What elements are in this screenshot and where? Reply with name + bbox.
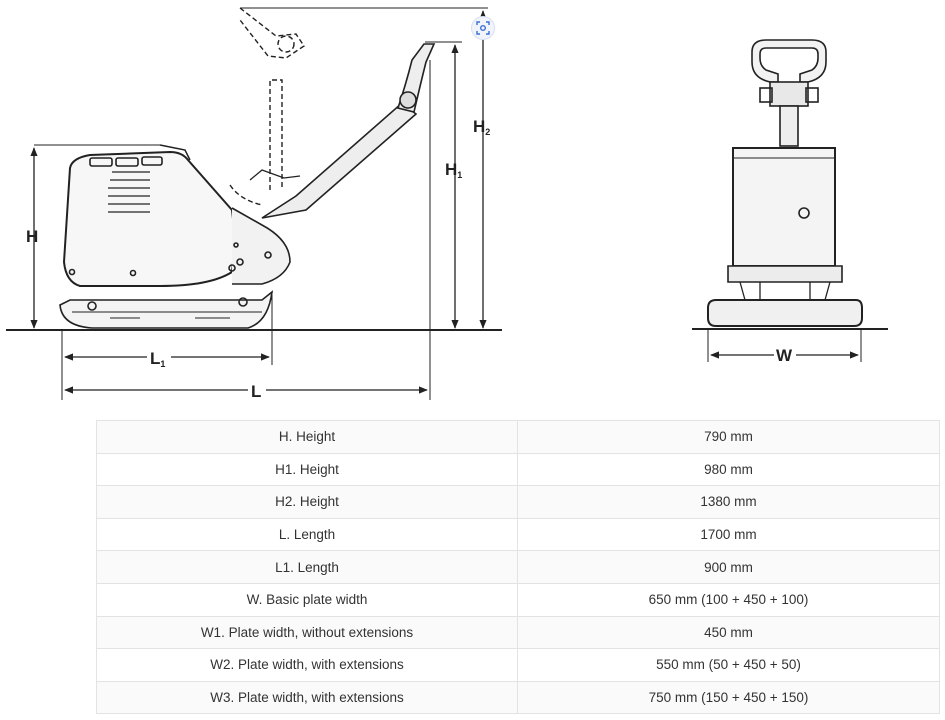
spec-value: 550 mm (50 + 450 + 50) bbox=[517, 648, 940, 682]
label-L: L bbox=[251, 382, 261, 401]
spec-value: 450 mm bbox=[517, 615, 940, 650]
front-base-plate bbox=[707, 299, 863, 327]
spec-value: 790 mm bbox=[517, 420, 940, 454]
spec-label: W1. Plate width, without extensions bbox=[96, 615, 518, 650]
label-L1: L1 bbox=[150, 349, 165, 369]
front-view bbox=[692, 39, 888, 330]
spec-value: 750 mm (150 + 450 + 150) bbox=[517, 680, 940, 715]
side-view bbox=[6, 7, 502, 331]
spec-label: W. Basic plate width bbox=[96, 582, 518, 617]
spec-label: H2. Height bbox=[96, 485, 518, 519]
compactor-dimension-diagram: H H1 H2 L1 L W bbox=[6, 7, 888, 401]
spec-value: 900 mm bbox=[517, 550, 940, 584]
front-guard bbox=[231, 207, 291, 285]
dimension-lines bbox=[30, 7, 488, 400]
spec-label: L. Length bbox=[96, 517, 518, 552]
lens-icon bbox=[476, 21, 490, 35]
visual-search-icon[interactable] bbox=[471, 16, 495, 40]
spec-label: W3. Plate width, with extensions bbox=[96, 680, 518, 715]
spec-label: L1. Length bbox=[96, 550, 518, 584]
spec-value: 650 mm (100 + 450 + 100) bbox=[517, 582, 940, 617]
handle-upright-dashed bbox=[229, 7, 305, 206]
spec-value: 1380 mm bbox=[517, 485, 940, 519]
spec-label: H. Height bbox=[96, 420, 518, 454]
vent-grille bbox=[108, 171, 150, 213]
base-plate bbox=[59, 290, 274, 329]
label-W: W bbox=[776, 346, 793, 365]
front-engine-body bbox=[732, 147, 836, 267]
front-handle-loop bbox=[751, 39, 827, 83]
spec-label: H1. Height bbox=[96, 452, 518, 487]
spec-value: 980 mm bbox=[517, 452, 940, 487]
spec-value: 1700 mm bbox=[517, 517, 940, 552]
label-H1: H1 bbox=[445, 160, 462, 180]
spec-label: W2. Plate width, with extensions bbox=[96, 648, 518, 682]
label-H2: H2 bbox=[473, 117, 490, 137]
handle-bar bbox=[261, 101, 418, 219]
label-H: H bbox=[26, 227, 38, 246]
